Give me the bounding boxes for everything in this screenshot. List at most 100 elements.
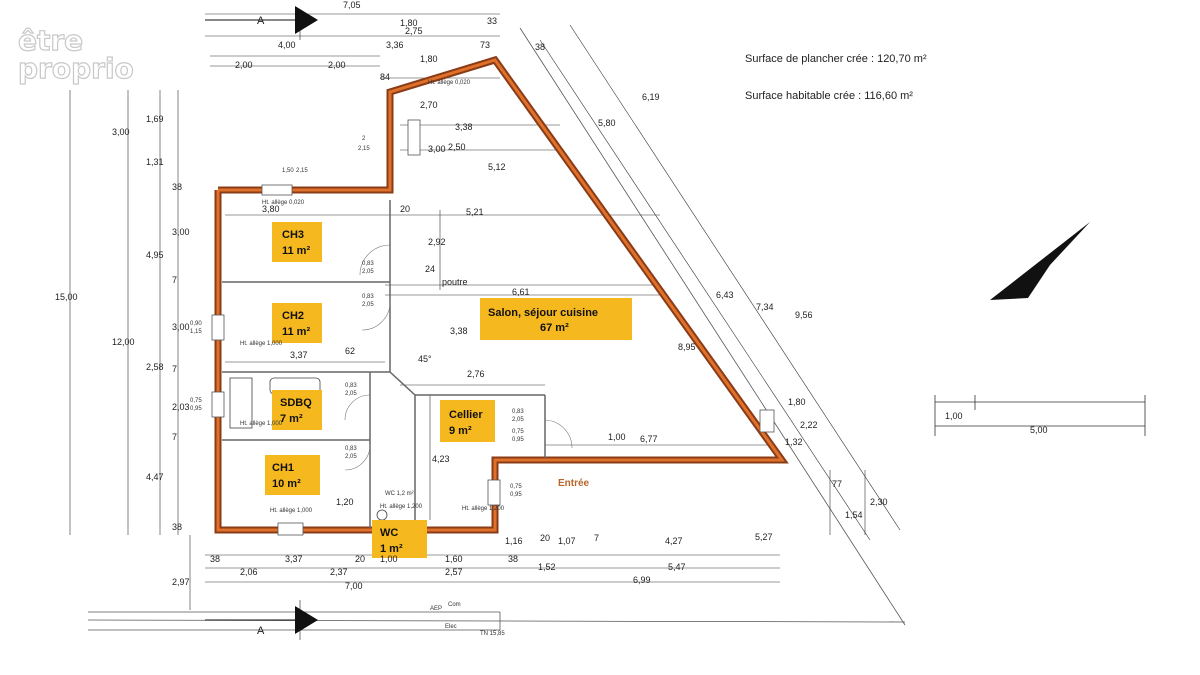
dim: 38: [172, 182, 182, 192]
dim: 4,23: [432, 454, 450, 464]
scale-small-label: 1,00: [945, 411, 963, 421]
dim: 6,77: [640, 434, 658, 444]
room-wc-area: 1 m²: [380, 543, 403, 555]
dim: 38: [172, 522, 182, 532]
dim: 2,05: [345, 391, 357, 397]
dim: 0,75: [512, 429, 524, 435]
section-arrow-top: A: [205, 6, 318, 34]
dim: 3,00: [428, 144, 446, 154]
dim: 3,00: [172, 322, 190, 332]
dim: 1,00: [608, 432, 626, 442]
dim: 0,95: [512, 437, 524, 443]
dim: 0,83: [345, 446, 357, 452]
dim: 2,05: [362, 302, 374, 308]
dim: Ht. allège 0,020: [428, 80, 471, 86]
room-wc: WC 1 m²: [372, 520, 427, 558]
dim: 3,38: [455, 122, 473, 132]
dim: 20: [355, 554, 365, 564]
dim: 4,27: [665, 536, 683, 546]
dim: 2,22: [800, 420, 818, 430]
aep-label: AEP: [430, 606, 442, 612]
dim: 0,95: [190, 406, 202, 412]
dim: 2,76: [467, 369, 485, 379]
dim: Ht. allège 0,020: [262, 200, 305, 206]
room-sdbq-name: SDBQ: [280, 397, 312, 409]
dim: 2: [362, 136, 366, 142]
dim: 2,75: [405, 26, 423, 36]
dim: 0,83: [362, 294, 374, 300]
room-wc-name: WC: [380, 527, 398, 539]
room-sdbq: SDBQ 7 m²: [272, 390, 322, 430]
dim: Ht. allège 1,000: [240, 421, 283, 427]
dimension-lines: [69, 13, 901, 610]
dim: 1,32: [785, 437, 803, 447]
dim: 2,15: [358, 146, 370, 152]
dim: 2,92: [428, 237, 446, 247]
angle-label: 45°: [418, 354, 432, 364]
dim: 5,27: [755, 532, 773, 542]
room-ch1-name: CH1: [272, 462, 294, 474]
dim: 0,83: [362, 261, 374, 267]
dim: 0,83: [345, 383, 357, 389]
dim: 1,50: [282, 168, 294, 174]
dim: 2,15: [296, 168, 308, 174]
dim: 20: [400, 204, 410, 214]
dim: 2,03: [172, 402, 190, 412]
room-ch3-area: 11 m²: [282, 245, 310, 257]
dim: Ht. allège 1,000: [270, 508, 313, 514]
north-arrow: [990, 222, 1090, 300]
dim: 6,19: [642, 92, 660, 102]
section-label-top: A: [257, 15, 265, 27]
poutre-label: poutre: [442, 277, 468, 287]
dim: 20: [540, 533, 550, 543]
dim: 4,95: [146, 250, 164, 260]
dim: 2,05: [512, 417, 524, 423]
dim: 3,00: [172, 227, 190, 237]
dim: 7: [172, 432, 177, 442]
dim: 1,80: [788, 397, 806, 407]
dim: 2,58: [146, 362, 164, 372]
dim: 62: [345, 346, 355, 356]
dim: 6,61: [512, 287, 530, 297]
room-ch3-name: CH3: [282, 229, 304, 241]
dim: 5,21: [466, 207, 484, 217]
room-ch1-area: 10 m²: [272, 478, 301, 490]
dim: 38: [535, 42, 545, 52]
surface-habitable: Surface habitable crée : 116,60 m²: [745, 90, 913, 102]
scale-big-label: 5,00: [1030, 425, 1048, 435]
dim: 2,30: [870, 497, 888, 507]
room-ch2-area: 11 m²: [282, 326, 310, 338]
wc-bowl: [376, 509, 388, 521]
dim: 77: [832, 479, 842, 489]
dim: 2,05: [362, 269, 374, 275]
dim: 3,80: [262, 204, 280, 214]
dim: 0,83: [512, 409, 524, 415]
dim: 7,34: [756, 302, 774, 312]
dim: 4,47: [146, 472, 164, 482]
room-sdbq-area: 7 m²: [280, 413, 303, 425]
dim: 3,38: [450, 326, 468, 336]
interior-walls: [222, 200, 546, 528]
dim: 1,60: [445, 554, 463, 564]
dim: 24: [425, 264, 435, 274]
dim: 1,69: [146, 114, 164, 124]
dim: 4,00: [278, 40, 296, 50]
dim: 1,20: [336, 497, 354, 507]
dim: 8,95: [678, 342, 696, 352]
dim: 0,90: [190, 321, 202, 327]
dim: 7: [172, 364, 177, 374]
dim: 2,50: [448, 142, 466, 152]
exterior-wall-inner: [216, 58, 785, 532]
room-ch1: CH1 10 m²: [265, 455, 320, 495]
dim: 1,07: [558, 536, 576, 546]
room-cellier-area: 9 m²: [449, 425, 472, 437]
dim: 3,00: [112, 127, 130, 137]
dim: 7: [172, 275, 177, 285]
dim: 5,80: [598, 118, 616, 128]
dim: 7: [594, 533, 599, 543]
dim: Ht. allège 1,200: [462, 506, 505, 512]
dim: 3,37: [290, 350, 308, 360]
dim: WC 1,2 m²: [385, 491, 414, 497]
dim: 73: [480, 40, 490, 50]
